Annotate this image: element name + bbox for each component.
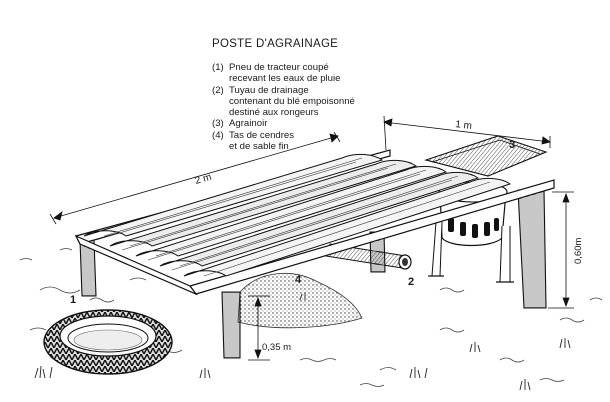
tractor-tyre <box>43 309 173 375</box>
dimension-height-low-label: 0,35 m <box>262 342 291 353</box>
marker-2: 2 <box>408 276 414 288</box>
dimension-length-label: 2 m <box>194 172 213 187</box>
dimension-height-high <box>548 191 574 309</box>
dimension-width-label: 1 m <box>455 119 473 132</box>
ash-sand-pile <box>237 273 363 329</box>
marker-3: 3 <box>509 139 515 151</box>
support-posts <box>79 189 547 359</box>
dimension-length <box>49 131 341 225</box>
dimension-width <box>383 115 551 151</box>
corrugated-roof <box>83 153 512 277</box>
dimension-height-low <box>248 295 270 361</box>
dimension-height-high-label: 0,60m <box>573 238 584 264</box>
marker-4: 4 <box>295 274 302 286</box>
grass-tufts <box>34 292 571 391</box>
ground-texture <box>19 248 603 387</box>
marker-1: 1 <box>70 294 76 306</box>
